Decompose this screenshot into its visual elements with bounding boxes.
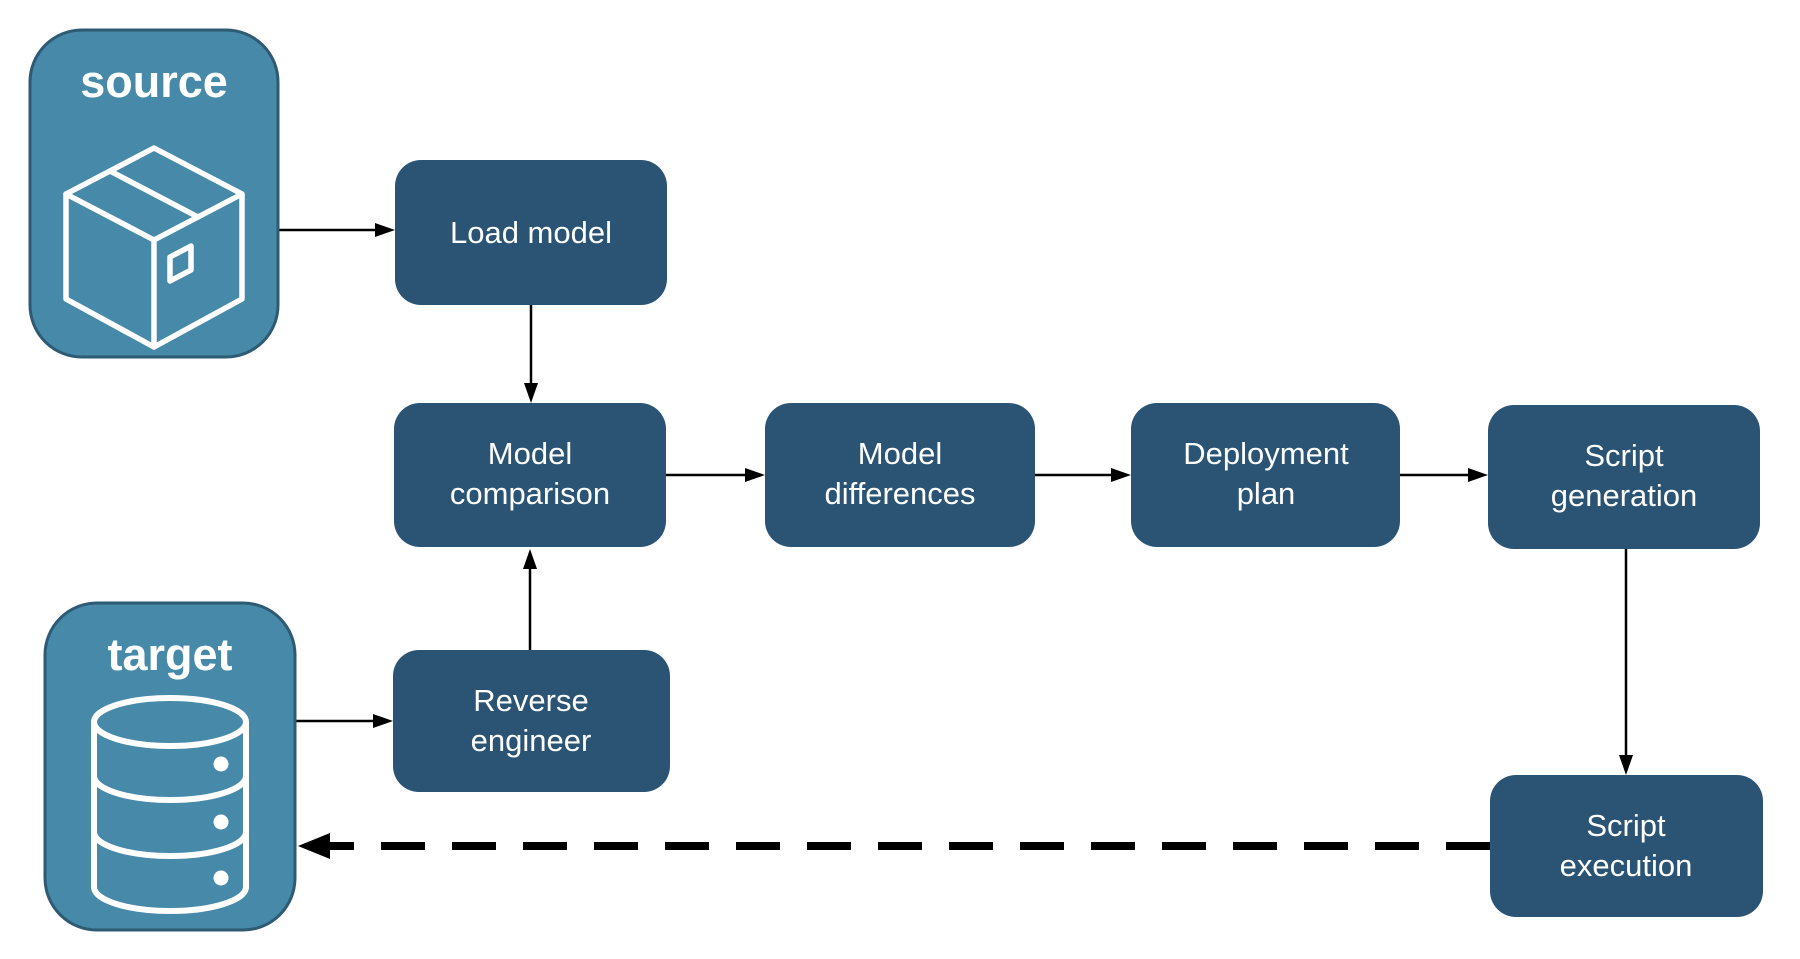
node-deployment-plan: Deployment plan	[1131, 403, 1400, 547]
node-label: Deployment	[1183, 436, 1349, 471]
node-label: execution	[1560, 848, 1693, 883]
endpoint-source: source	[28, 28, 280, 359]
node-label: generation	[1551, 478, 1698, 513]
node-script-execution: Script execution	[1490, 775, 1763, 917]
node-reverse-engineer: Reverse engineer	[393, 650, 670, 792]
node-box	[1490, 775, 1763, 917]
node-load-model: Load model	[395, 160, 667, 305]
node-label: comparison	[450, 476, 610, 511]
node-label: differences	[824, 476, 975, 511]
source-label: source	[80, 56, 228, 107]
node-box	[765, 403, 1035, 547]
node-box	[393, 650, 670, 792]
target-label: target	[107, 629, 232, 680]
node-box	[1488, 405, 1760, 549]
edges	[278, 223, 1633, 859]
package-icon	[63, 145, 245, 350]
node-label: Model	[858, 436, 942, 471]
node-model-comparison: Model comparison	[394, 403, 666, 547]
node-model-differences: Model differences	[765, 403, 1035, 547]
endpoint-target: target	[43, 601, 297, 932]
database-icon	[91, 695, 249, 914]
node-box	[1131, 403, 1400, 547]
node-box	[395, 160, 667, 305]
node-label: Script	[1586, 808, 1666, 843]
node-label: Reverse	[473, 683, 588, 718]
node-label: plan	[1237, 476, 1296, 511]
node-script-generation: Script generation	[1488, 405, 1760, 549]
node-label: Script	[1584, 438, 1664, 473]
node-label: engineer	[471, 723, 592, 758]
node-label: Model	[488, 436, 572, 471]
node-box	[394, 403, 666, 547]
node-label: Load model	[450, 215, 612, 250]
